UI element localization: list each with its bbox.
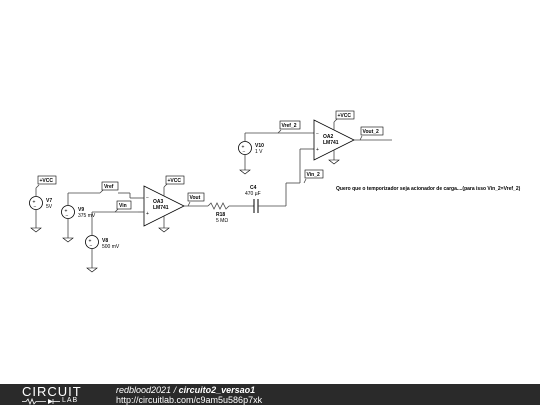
- svg-text:Vout: Vout: [190, 195, 201, 201]
- net-label-vcc-1: +VCC: [35, 175, 57, 189]
- opamp-oa2: − + OA2 LM741: [313, 119, 392, 165]
- source-v9: + − V9 375 mV: [61, 192, 100, 243]
- circuitlab-logo[interactable]: CIRCUIT LAB: [22, 385, 94, 405]
- svg-text:+VCC: +VCC: [338, 113, 352, 119]
- svg-text:Vref_2: Vref_2: [282, 123, 297, 129]
- svg-text:+: +: [242, 145, 245, 151]
- net-label-vin2: Vin_2: [303, 169, 324, 184]
- capacitor-c4: C4 470 µF: [245, 185, 286, 213]
- svg-text:−: −: [34, 204, 37, 210]
- oa3-part: LM741: [153, 205, 169, 211]
- net-label-vin: Vin: [114, 200, 132, 213]
- resistor-r18: R18 5 MΩ: [207, 202, 254, 224]
- project-name: circuito2_versao1: [178, 385, 256, 395]
- c4-name: C4: [250, 185, 257, 191]
- v8-name: V8: [102, 238, 108, 244]
- svg-text:+: +: [89, 239, 92, 245]
- source-v8: + − V8 500 mV: [85, 211, 138, 273]
- svg-text:−: −: [146, 195, 149, 201]
- author-link[interactable]: redblood2021: [116, 385, 172, 395]
- oa2-part: LM741: [323, 140, 339, 146]
- svg-text:−: −: [243, 149, 246, 155]
- r18-value: 5 MΩ: [216, 218, 228, 224]
- schematic-note: Quero que o temporizador seja acionador …: [336, 186, 521, 192]
- svg-text:−: −: [66, 213, 69, 219]
- oa3-name: OA3: [153, 199, 164, 205]
- svg-text:−: −: [90, 243, 93, 249]
- project-url[interactable]: http://circuitlab.com/c9am5u586p7xk: [116, 395, 263, 405]
- svg-text:+VCC: +VCC: [40, 178, 54, 184]
- svg-text:+: +: [65, 209, 68, 215]
- svg-text:−: −: [316, 131, 319, 137]
- c4-value: 470 µF: [245, 191, 261, 197]
- v9-value: 375 mV: [78, 213, 96, 219]
- v8-value: 500 mV: [102, 244, 120, 250]
- logo-main-text: CIRCUIT: [22, 384, 82, 399]
- opamp-oa3: − + OA3 LM741: [118, 185, 185, 233]
- svg-text:Vin: Vin: [119, 203, 127, 209]
- svg-text:Vout_2: Vout_2: [363, 129, 380, 135]
- logo-sub-text: LAB: [62, 397, 79, 404]
- source-v10: + − V10 1 V: [238, 132, 314, 175]
- project-title: redblood2021 / circuito2_versao1: [116, 385, 255, 395]
- v7-name: V7: [46, 198, 52, 204]
- svg-text:Vref: Vref: [104, 184, 114, 190]
- v9-name: V9: [78, 207, 84, 213]
- title-separator: /: [173, 385, 177, 395]
- circuit-schematic: + − V7 5V +VCC + − V9 375 mV Vref: [29, 110, 521, 273]
- net-label-vref: Vref: [99, 181, 119, 194]
- net-label-vref2: Vref_2: [277, 120, 301, 134]
- svg-text:Vin_2: Vin_2: [307, 172, 320, 178]
- logo-wave-icon: [22, 398, 60, 405]
- net-label-vcc-2: +VCC: [163, 175, 185, 188]
- v10-name: V10: [255, 143, 264, 149]
- svg-text:+: +: [316, 147, 319, 153]
- v7-value: 5V: [46, 204, 53, 210]
- svg-text:+: +: [33, 200, 36, 206]
- oa2-name: OA2: [323, 134, 334, 140]
- r18-name: R18: [216, 212, 225, 218]
- footer-bar: CIRCUIT LAB redblood2021 / circuito2_ver…: [0, 384, 540, 405]
- v10-value: 1 V: [255, 149, 263, 155]
- net-label-vout: Vout: [187, 192, 205, 207]
- svg-text:+VCC: +VCC: [168, 178, 182, 184]
- svg-text:+: +: [146, 211, 149, 217]
- net-label-vout2: Vout_2: [359, 126, 384, 141]
- net-label-vcc-3: +VCC: [333, 110, 355, 123]
- source-v7: + − V7 5V: [29, 188, 53, 233]
